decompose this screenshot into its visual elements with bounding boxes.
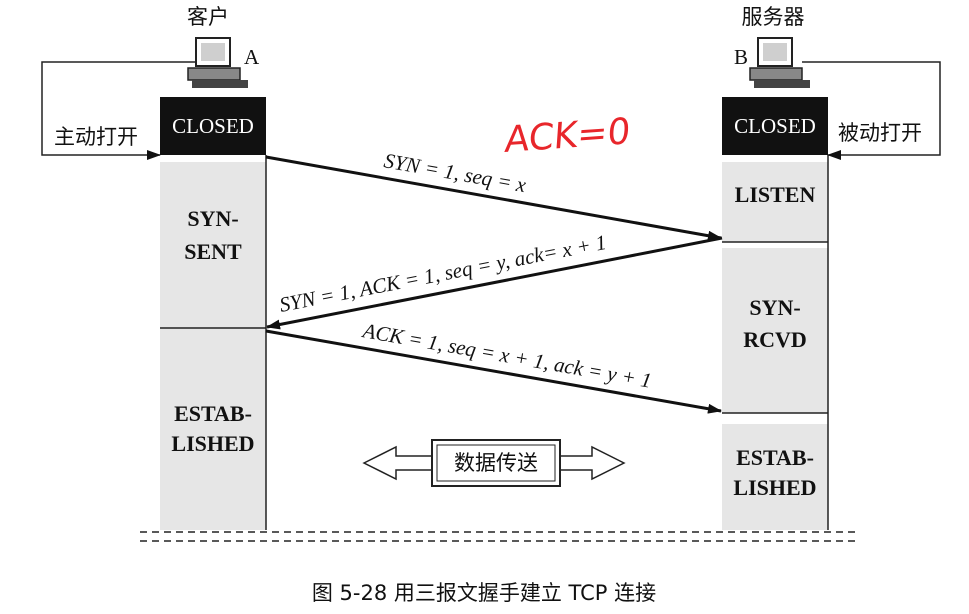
syn-arrow [265, 155, 722, 241]
server-state-listen: LISTEN [735, 182, 816, 207]
figure-caption: 图 5-28 用三报文握手建立 TCP 连接 [312, 581, 656, 605]
ack-arrow [265, 329, 722, 414]
syn-ack-message-label: SYN = 1, ACK = 1, seq = y, ack= x + 1 [277, 230, 608, 317]
data-transfer-label: 数据传送 [454, 451, 538, 475]
passive-open-arrow [802, 61, 941, 160]
client-state-syn-sent-1: SYN- [187, 206, 238, 231]
client-letter: A [244, 45, 260, 69]
client-computer-icon [187, 37, 248, 88]
active-open-arrow [41, 61, 196, 160]
server-title: 服务器 [742, 5, 805, 29]
client-state-established-2: LISHED [171, 431, 254, 456]
server-state-established-1: ESTAB- [736, 445, 814, 470]
passive-open-label: 被动打开 [838, 121, 922, 145]
client-state-established-1: ESTAB- [174, 401, 252, 426]
active-open-label: 主动打开 [54, 125, 138, 149]
server-synrcvd-block [722, 248, 828, 413]
ack-zero-annotation: ACK=0 [503, 109, 631, 161]
server-closed-label: CLOSED [734, 114, 816, 138]
client-closed-label: CLOSED [172, 114, 254, 138]
server-letter: B [734, 45, 748, 69]
server-state-syn-rcvd-2: RCVD [743, 327, 807, 352]
server-closed-box [722, 97, 828, 155]
data-transfer-arrow [362, 439, 626, 487]
client-title: 客户 [187, 5, 229, 29]
client-state-column [160, 162, 266, 530]
server-listen-block [722, 162, 828, 242]
server-computer-icon [749, 37, 810, 88]
server-state-established-2: LISHED [733, 475, 816, 500]
syn-ack-arrow [266, 236, 723, 330]
server-state-syn-rcvd-1: SYN- [749, 295, 800, 320]
server-established-block [722, 424, 828, 530]
client-closed-box [160, 97, 266, 155]
client-state-syn-sent-2: SENT [184, 239, 242, 264]
